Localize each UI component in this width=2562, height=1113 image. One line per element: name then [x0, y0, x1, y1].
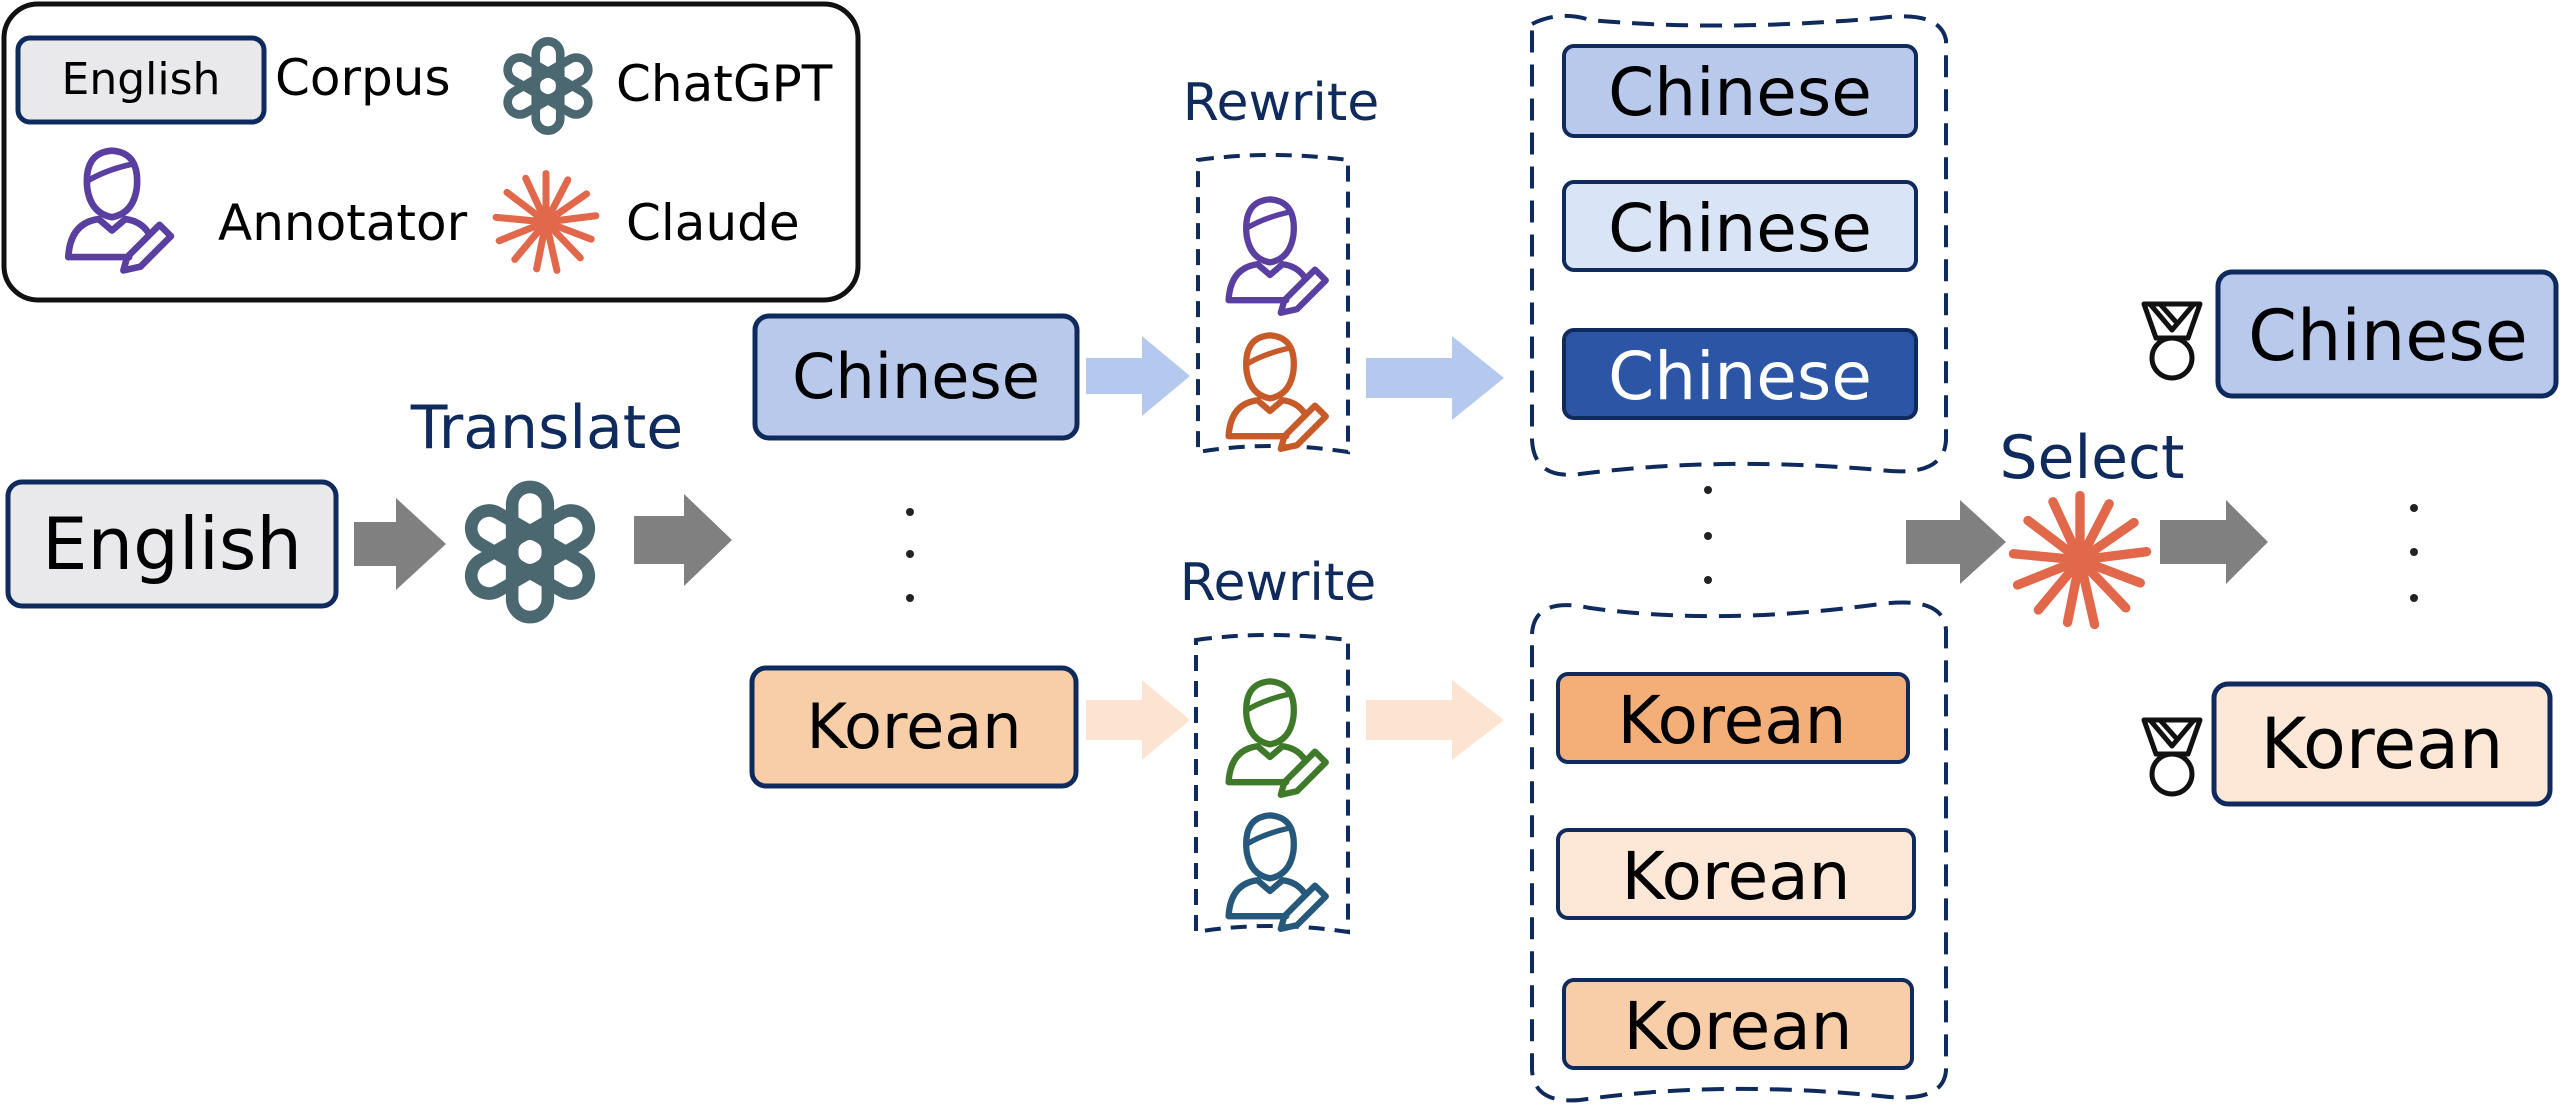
translation-korean-box [749, 665, 1079, 789]
legend-claude-label: Claude [626, 194, 800, 252]
korean-candidate-text: Korean [1622, 838, 1851, 915]
korean-candidates-frame [1530, 600, 1948, 1103]
arrow-korean-to-rewrite [1086, 680, 1190, 760]
selected-chinese-box [2215, 269, 2559, 399]
ellipsis-dot [1704, 486, 1712, 494]
arrow-rewrite-to-korean-candidates [1366, 680, 1504, 760]
ellipsis-dot [1704, 576, 1712, 584]
legend-corpus-label: Corpus [275, 49, 451, 107]
translation-chinese-text: Chinese [792, 340, 1040, 413]
annotator-orange-icon [1229, 335, 1326, 448]
selected-chinese-text: Chinese [2248, 295, 2528, 377]
korean-candidate-box [1556, 828, 1916, 920]
ellipsis-dot [906, 594, 914, 602]
ellipsis-dot [1704, 532, 1712, 540]
select-label: Select [1999, 423, 2184, 493]
translation-chinese-box [752, 313, 1080, 441]
legend-annotator-label: Annotator [218, 194, 468, 252]
chinese-candidate-text: Chinese [1608, 338, 1872, 415]
chinese-candidate-text: Chinese [1608, 54, 1872, 131]
legend-corpus-box [15, 35, 267, 125]
source-english-text: English [42, 502, 302, 586]
rewrite-bottom-frame [1194, 633, 1350, 935]
selected-korean-text: Korean [2261, 703, 2504, 785]
ellipsis-dot [2410, 504, 2418, 512]
rewrite-top-frame [1196, 153, 1350, 455]
ellipsis-dot [906, 508, 914, 516]
arrow-candidates-to-claude [1906, 500, 2006, 584]
ellipsis-dot [2410, 548, 2418, 556]
source-english-box [5, 479, 339, 609]
chinese-candidate-text: Chinese [1608, 190, 1872, 267]
korean-candidate-text: Korean [1624, 988, 1853, 1065]
arrow-chatgpt-to-translations [634, 494, 732, 586]
chinese-candidate-box [1562, 328, 1918, 420]
annotator-green-icon [1229, 681, 1326, 794]
rewrite-bottom-label: Rewrite [1180, 553, 1377, 613]
rewrite-top-label: Rewrite [1183, 73, 1380, 133]
chinese-candidate-box [1562, 180, 1918, 272]
arrow-claude-to-selected [2160, 500, 2268, 584]
medal-icon [2144, 304, 2200, 378]
arrow-rewrite-to-chinese-candidates [1366, 336, 1504, 420]
chinese-candidate-box [1562, 44, 1918, 138]
korean-candidate-text: Korean [1618, 682, 1847, 759]
translation-korean-text: Korean [806, 690, 1021, 763]
arrow-english-to-chatgpt [354, 498, 446, 590]
selected-korean-box [2211, 681, 2553, 807]
ellipsis-dot [2410, 594, 2418, 602]
korean-candidate-box [1562, 978, 1914, 1070]
translate-label: Translate [410, 393, 683, 463]
annotator-teal-icon [1229, 815, 1326, 928]
annotator-purple-icon [1229, 199, 1326, 312]
select-claude-icon [2013, 496, 2146, 625]
legend-chatgpt-label: ChatGPT [616, 55, 833, 113]
legend-corpus-box-text: English [62, 54, 221, 105]
ellipsis-dot [906, 550, 914, 558]
arrow-chinese-to-rewrite [1086, 336, 1190, 416]
translate-chatgpt-icon [465, 487, 596, 617]
korean-candidate-box [1556, 672, 1910, 764]
medal-icon [2144, 720, 2200, 794]
chinese-candidates-frame [1530, 13, 1948, 477]
